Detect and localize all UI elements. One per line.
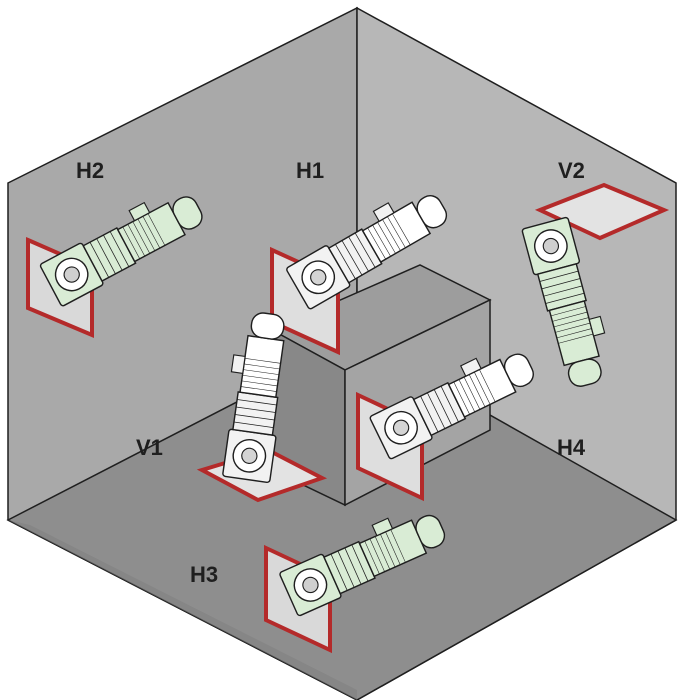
gearmotor-h3 <box>264 499 452 654</box>
label-h2: H2 <box>76 158 104 183</box>
gearmotor-h4 <box>356 337 542 502</box>
gearmotor-h2 <box>26 180 211 339</box>
label-h4: H4 <box>557 435 586 460</box>
label-v1: V1 <box>136 435 163 460</box>
gearmotor-v1 <box>196 308 328 503</box>
label-h1: H1 <box>296 158 324 183</box>
label-v2: V2 <box>558 158 585 183</box>
floor-shade <box>8 520 357 700</box>
gearmotor-v2 <box>521 182 670 392</box>
label-h3: H3 <box>190 562 218 587</box>
flange-plate-v2 <box>534 182 670 241</box>
gearmotor-h1 <box>270 179 456 356</box>
